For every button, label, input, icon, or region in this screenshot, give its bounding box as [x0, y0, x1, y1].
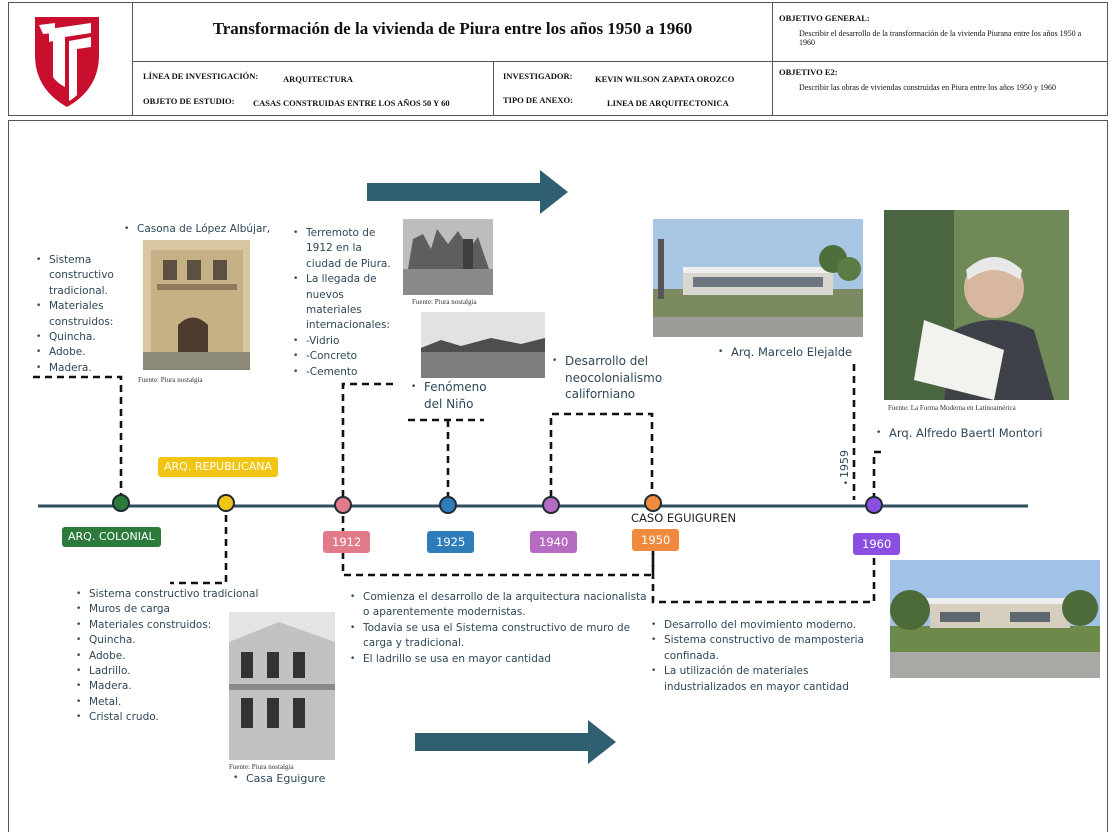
header-table: Transformación de la vivienda de Piura e… [8, 2, 1108, 116]
photo-modern-house [890, 560, 1100, 678]
casona-label-list: Casona de López Albújar, [124, 222, 284, 238]
terremoto-list: Terremoto de 1912 en la ciudad de Piura.… [293, 226, 391, 380]
casa-eguigure-label: Casa Eguigure [233, 771, 353, 787]
moderno-list: Desarrollo del movimiento moderno. Siste… [651, 618, 873, 695]
neocolonial-label: Desarrollo del neocolonialismo californi… [552, 353, 687, 403]
header-title-cell: Transformación de la vivienda de Piura e… [133, 3, 773, 115]
arrow-top-icon [367, 170, 568, 214]
list-item: -Vidrio [293, 334, 391, 350]
list-item: La utilización de materiales industriali… [651, 664, 873, 695]
list-item: Todavia se usa el Sistema constructivo d… [350, 621, 652, 652]
tag-arq-colonial: ARQ. COLONIAL [62, 527, 161, 547]
photo-fenomeno-nino [421, 312, 545, 378]
year-badge-1925: 1925 [427, 531, 475, 553]
caption-forma-moderna: Fuente: La Forma Moderna en Latinoaméric… [888, 404, 1016, 412]
elejalde-label: Arq. Marcelo Elejalde [718, 345, 868, 361]
list-item: Metal. [76, 695, 266, 711]
arrow-bottom-icon [415, 720, 616, 764]
caption-eguigure: Fuente: Piura nostalgia [229, 763, 294, 771]
objetivo-e2-label: OBJETIVO E2: [779, 67, 838, 77]
neocolonial-list: Desarrollo del neocolonialismo californi… [552, 353, 687, 403]
objetivo-general-label: OBJETIVO GENERAL: [779, 13, 870, 23]
list-item: Quincha. [36, 330, 116, 346]
caption-casona: Fuente: Piura nostalgia [138, 376, 203, 384]
photo-alfredo-baertl [884, 210, 1069, 400]
node-1912 [334, 496, 352, 514]
anexo-value: LINEA DE ARQUITECTONICA [607, 98, 729, 108]
linea-value: ARQUITECTURA [283, 74, 353, 84]
year-1959-bullet: • [843, 479, 849, 489]
republicana-list: Sistema constructivo tradicional Muros d… [76, 587, 266, 726]
casona-label: Casona de López Albújar, [124, 222, 284, 238]
list-item: Quincha. [76, 633, 266, 649]
objeto-value: CASAS CONSTRUIDAS ENTRE LOS AÑOS 50 Y 60 [253, 98, 450, 108]
photo-terremoto [403, 219, 493, 295]
timeline-panel [8, 120, 1108, 832]
objectives-cell: OBJETIVO GENERAL: Describir el desarroll… [773, 3, 1107, 115]
list-item: Madera. [36, 361, 116, 377]
list-item: Sistema constructivo de mamposteria conf… [651, 633, 873, 664]
caption-terremoto: Fuente: Piura nostalgia [412, 298, 477, 306]
list-item: Sistema constructivo tradicional. [36, 253, 116, 299]
investigador-value: KEVIN WILSON ZAPATA OROZCO [595, 74, 735, 84]
node-1940 [542, 496, 560, 514]
year-badge-1950: 1950 [632, 529, 680, 551]
list-item: Madera. [76, 679, 266, 695]
photo-casona-lopez-albujar [143, 240, 250, 370]
node-republicana [217, 494, 235, 512]
elejalde-list: Arq. Marcelo Elejalde [718, 345, 868, 361]
page-title: Transformación de la vivienda de Piura e… [212, 19, 693, 38]
tag-arq-republicana: ARQ. REPUBLICANA [158, 457, 278, 477]
year-badge-1960: 1960 [853, 533, 901, 555]
casa-eguigure-list: Casa Eguigure [233, 771, 353, 787]
year-badge-1940: 1940 [530, 531, 578, 553]
list-item: Materiales construidos: [36, 299, 116, 330]
university-logo [9, 3, 133, 115]
logo-shield-icon [35, 17, 99, 107]
list-item: Sistema constructivo tradicional [76, 587, 266, 603]
list-item: Desarrollo del movimiento moderno. [651, 618, 873, 634]
list-item: Terremoto de 1912 en la ciudad de Piura. [293, 226, 391, 272]
objetivo-general-text: Describir el desarrollo de la transforma… [799, 29, 1082, 47]
caso-eguiguren-label: CASO EGUIGUREN [631, 511, 737, 525]
baertl-label: Arq. Alfredo Baertl Montori [876, 426, 1076, 442]
colonial-list: Sistema constructivo tradicional. Materi… [36, 253, 116, 377]
nacionalista-list: Comienza el desarrollo de la arquitectur… [350, 590, 652, 667]
list-item: Adobe. [76, 649, 266, 665]
linea-label: LÍNEA DE INVESTIGACIÓN: [143, 71, 259, 81]
list-item: Ladrillo. [76, 664, 266, 680]
list-item: La llegada de nuevos materiales internac… [293, 272, 391, 334]
anexo-label: TIPO DE ANEXO: [503, 95, 573, 105]
investigador-label: INVESTIGADOR: [503, 71, 573, 81]
objetivo-e2-text: Describir las obras de viviendas constru… [799, 83, 1057, 92]
node-1925 [439, 496, 457, 514]
node-1960 [865, 496, 883, 514]
list-item: El ladrillo se usa en mayor cantidad [350, 652, 652, 668]
list-item: -Cemento [293, 365, 391, 381]
year-badge-1912: 1912 [323, 531, 371, 553]
fenomeno-label: Fenómeno del Niño [411, 379, 491, 412]
baertl-list: Arq. Alfredo Baertl Montori [876, 426, 1076, 442]
list-item: -Concreto [293, 349, 391, 365]
objeto-label: OBJETO DE ESTUDIO: [143, 96, 235, 106]
list-item: Comienza el desarrollo de la arquitectur… [350, 590, 652, 621]
list-item: Adobe. [36, 345, 116, 361]
photo-marcelo-elejalde-house [653, 219, 863, 337]
node-colonial [112, 494, 130, 512]
list-item: Materiales construidos: [76, 618, 266, 634]
fenomeno-list: Fenómeno del Niño [411, 379, 491, 412]
list-item: Cristal crudo. [76, 710, 266, 726]
year-1959-label: 1959 [838, 450, 851, 478]
node-1950 [644, 494, 662, 512]
list-item: Muros de carga [76, 602, 266, 618]
